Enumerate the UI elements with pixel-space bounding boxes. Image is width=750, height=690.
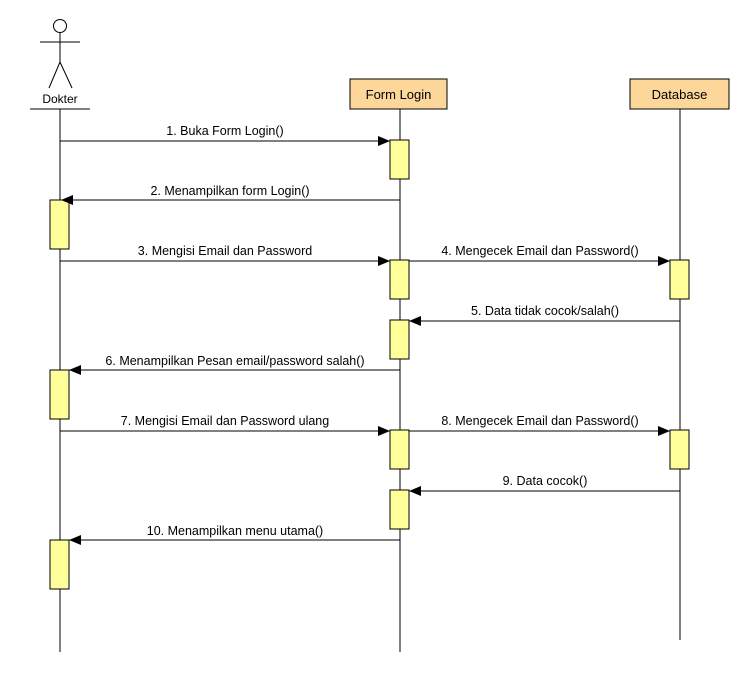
activation-bar (389, 429, 410, 470)
message-7: 7. Mengisi Email dan Password ulang (60, 414, 390, 436)
message-label: 4. Mengecek Email dan Password() (441, 244, 638, 258)
message-label: 7. Mengisi Email dan Password ulang (121, 414, 329, 428)
actor-label: Dokter (42, 92, 77, 106)
object-form-login: Form Login (349, 78, 448, 110)
message-3: 3. Mengisi Email dan Password (60, 244, 390, 266)
message-4: 4. Mengecek Email dan Password() (409, 244, 670, 266)
activation-bar (389, 139, 410, 180)
object-database: Database (629, 78, 730, 110)
activation-bars (49, 139, 690, 590)
message-label: 2. Menampilkan form Login() (150, 184, 309, 198)
message-8: 8. Mengecek Email dan Password() (409, 414, 670, 436)
activation-bar (669, 259, 690, 300)
message-label: 9. Data cocok() (503, 474, 588, 488)
activation-bar (389, 259, 410, 300)
message-5: 5. Data tidak cocok/salah() (409, 304, 680, 326)
object-label: Form Login (366, 87, 432, 102)
message-10: 10. Menampilkan menu utama() (69, 524, 400, 545)
actor-dokter: Dokter (30, 19, 90, 110)
activation-bar (389, 319, 410, 360)
message-6: 6. Menampilkan Pesan email/password sala… (69, 354, 400, 375)
activation-bar (669, 429, 690, 470)
activation-bar (49, 199, 70, 250)
message-label: 10. Menampilkan menu utama() (147, 524, 323, 538)
message-label: 5. Data tidak cocok/salah() (471, 304, 619, 318)
message-label: 6. Menampilkan Pesan email/password sala… (105, 354, 364, 368)
activation-bar (389, 489, 410, 530)
message-2: 2. Menampilkan form Login() (61, 184, 400, 205)
message-label: 1. Buka Form Login() (166, 124, 283, 138)
object-box (629, 78, 730, 110)
activation-bar (49, 369, 70, 420)
message-9: 9. Data cocok() (409, 474, 680, 496)
activation-bar (49, 539, 70, 590)
object-label: Database (652, 87, 708, 102)
message-1: 1. Buka Form Login() (60, 124, 390, 146)
message-label: 3. Mengisi Email dan Password (138, 244, 312, 258)
message-label: 8. Mengecek Email dan Password() (441, 414, 638, 428)
object-box (349, 78, 448, 110)
